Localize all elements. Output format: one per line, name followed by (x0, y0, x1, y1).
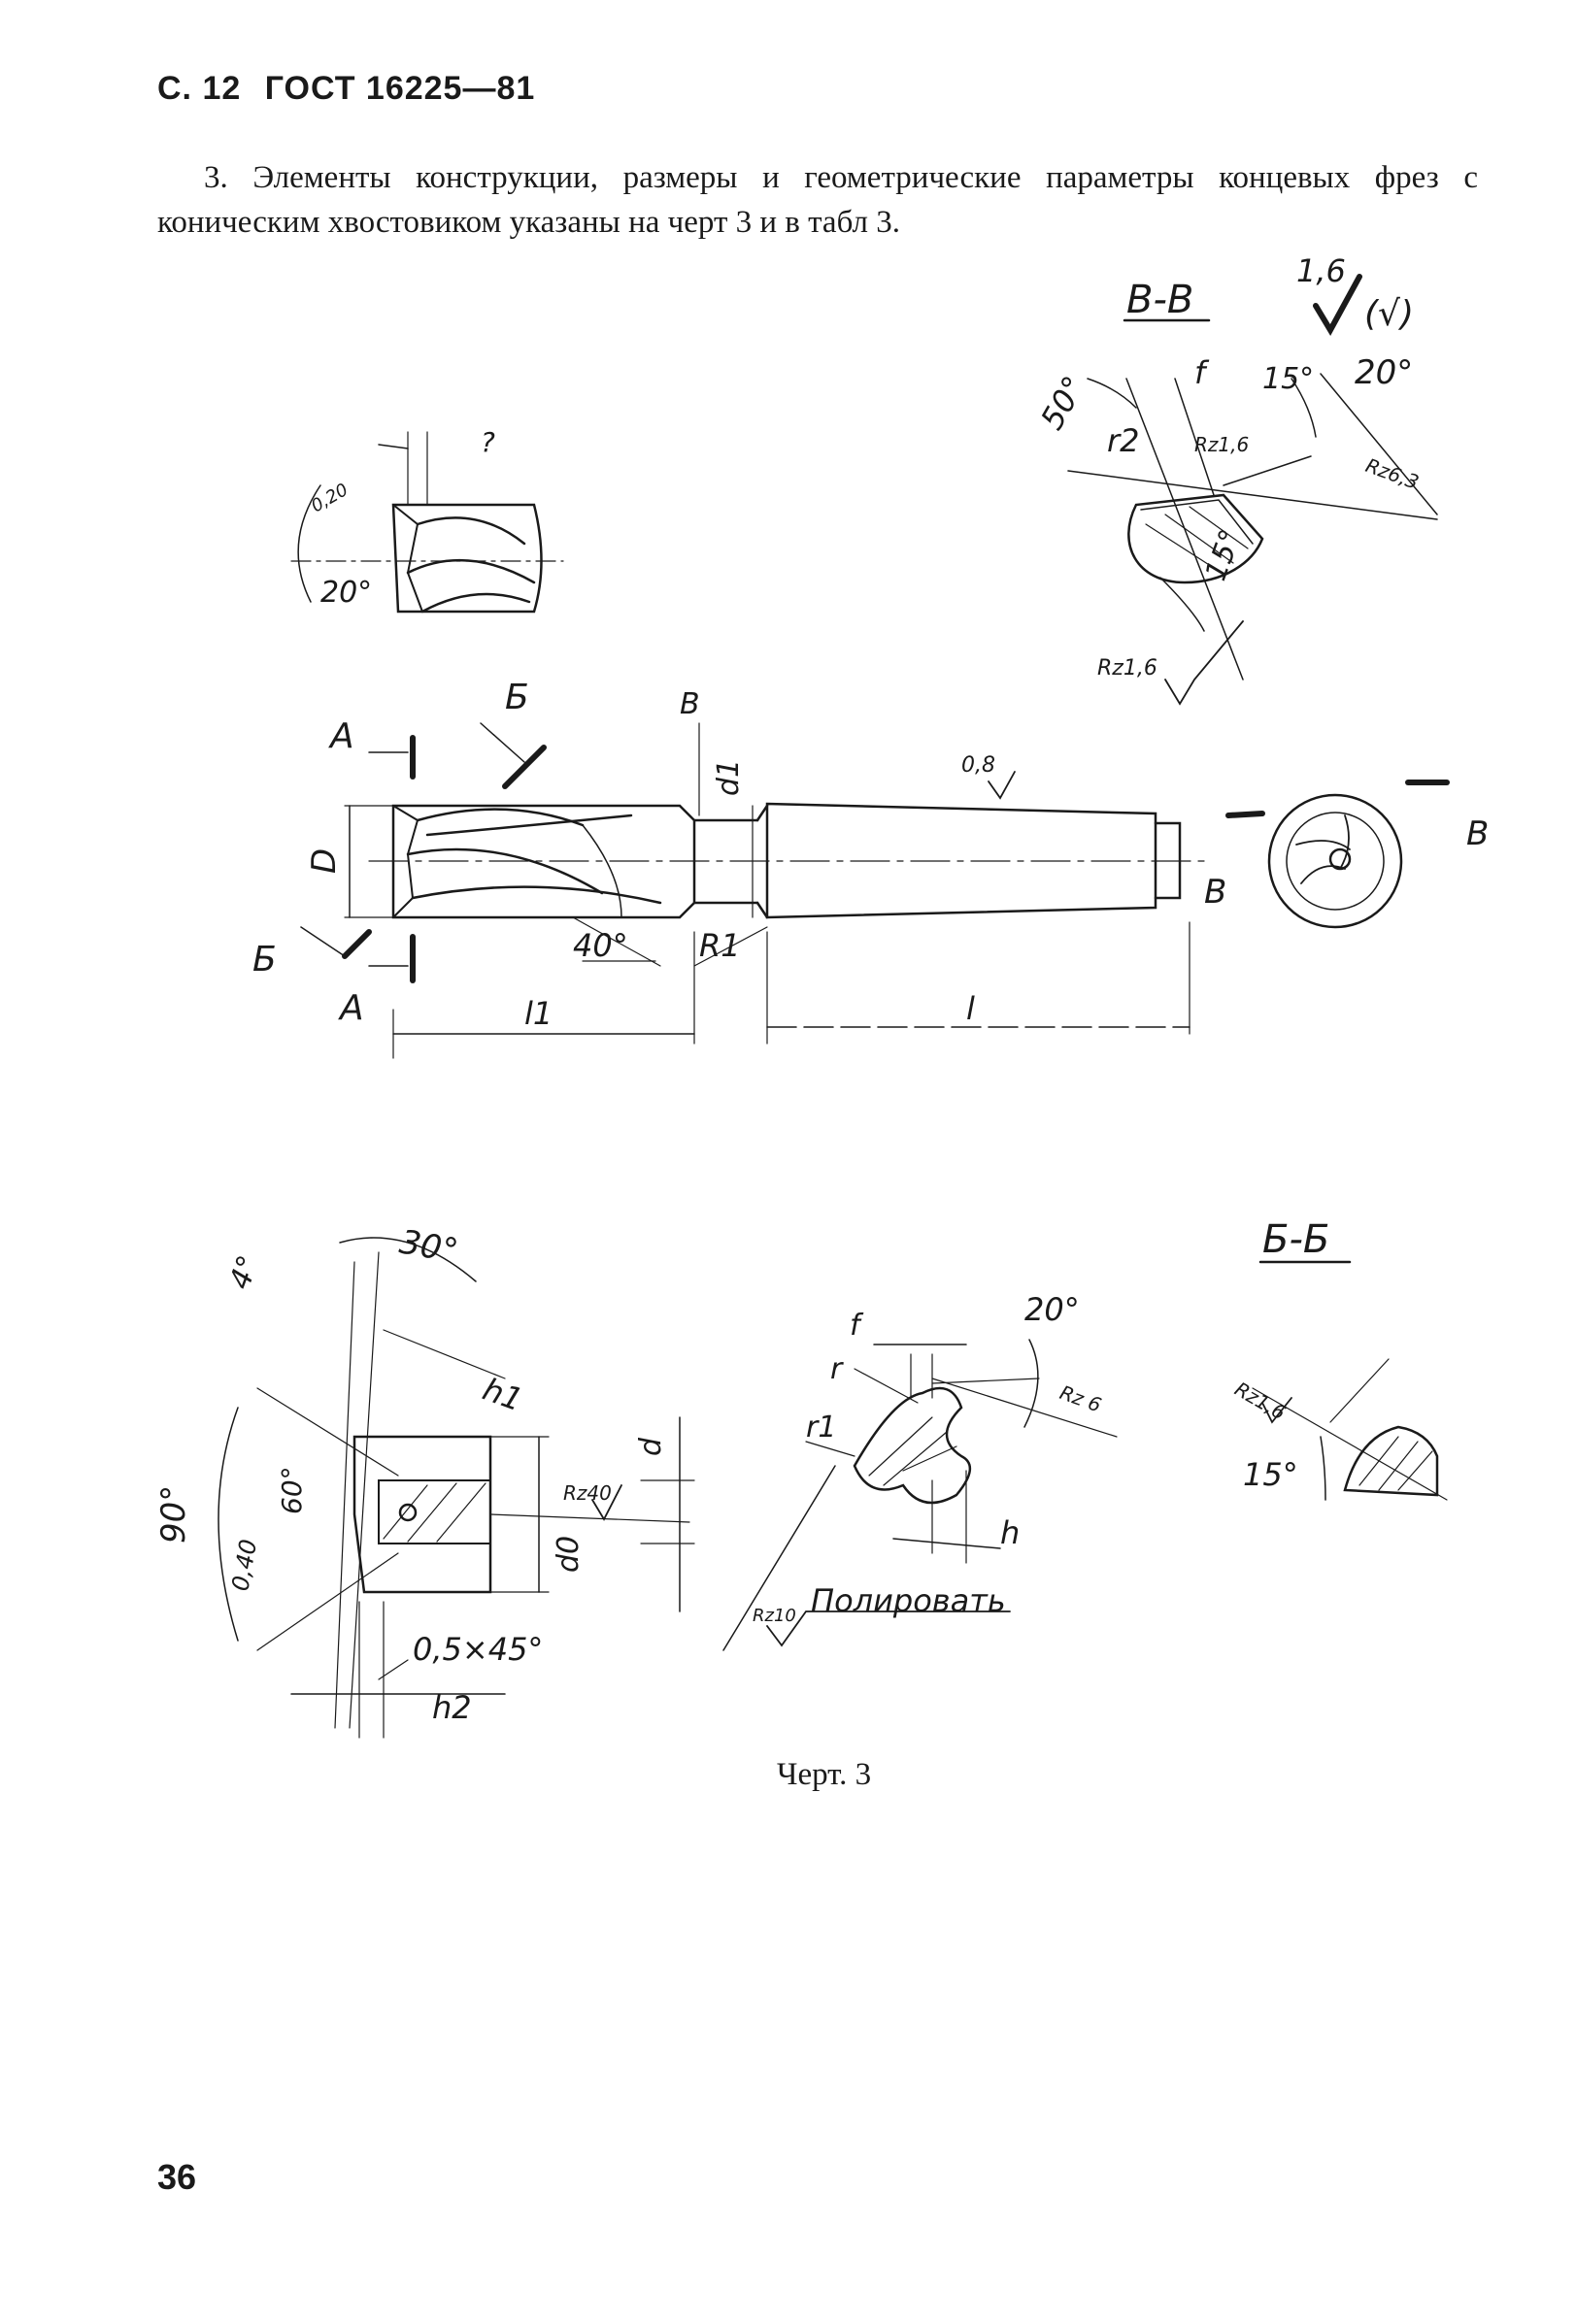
main-tool-view: D А А Б Б В d1 0,8 40° R1 l1 (252, 678, 1489, 1059)
r2-label: r2 (1107, 422, 1140, 459)
section-vv-label: В-В (1126, 278, 1193, 322)
roughness-shank: 0,8 (961, 753, 995, 778)
roughness-bracket: (√) (1364, 294, 1414, 334)
letter-a-top: А (328, 716, 354, 756)
dim-d1: d1 (712, 759, 746, 796)
section-vv: В-В 1,6 (√) 50° f 15° 20° r2 Rz1,6 Rz6,3… (1033, 252, 1438, 706)
angle-15-a: 15° (1262, 362, 1314, 396)
rz16-b: Rz1,6 (1097, 656, 1157, 681)
chamfer-dim: 0,5×45° (413, 1631, 543, 1668)
dim-h1: h1 (478, 1371, 527, 1419)
rz16-c: Rz1,6 (1231, 1378, 1291, 1425)
letter-b-bottom: Б (252, 940, 277, 979)
roughness-general: 1,6 (1296, 252, 1346, 289)
intro-paragraph: 3. Элементы конструкции, размеры и геоме… (157, 160, 1478, 240)
rz10: Rz10 (753, 1606, 796, 1626)
dim-040: 0,40 (226, 1538, 262, 1593)
angle-50: 50° (1033, 370, 1092, 436)
angle-30: 30° (396, 1222, 460, 1271)
angle-60: 60° (276, 1466, 308, 1514)
letter-v-left: В (680, 687, 700, 721)
detail-top-label: ? (481, 426, 495, 458)
angle-15-b: 15° (1199, 525, 1249, 585)
dim-l: l (966, 990, 975, 1027)
standard-number: ГОСТ 16225—81 (264, 70, 536, 107)
f-label-b: f (850, 1309, 864, 1343)
rz6-b: Rz 6 (1056, 1380, 1104, 1416)
center-hole-detail: 30° 4° h1 90° 60° 0,40 Rz40 d0 d 0,5×45°… (154, 1222, 695, 1739)
r-small: r (830, 1352, 844, 1386)
dim-d0: d0 (552, 1536, 586, 1573)
letter-a-bottom: А (338, 988, 364, 1028)
rz40: Rz40 (563, 1481, 612, 1505)
rz16-a: Rz1,6 (1194, 433, 1249, 456)
cutter-tip-detail: 0,20 20° ? (290, 426, 564, 614)
polish-note: Полировать (811, 1582, 1006, 1619)
letter-b-top: Б (505, 678, 529, 717)
dim-d: d (634, 1437, 668, 1456)
figure-caption: Черт. 3 (777, 1757, 872, 1792)
section-bb-label: Б-Б (1262, 1217, 1329, 1262)
detail-angle-20: 20° (320, 576, 372, 610)
section-bb: Б-Б Rz1,6 15° (1231, 1217, 1448, 1501)
dim-l1: l1 (524, 995, 553, 1032)
dim-h: h (1000, 1514, 1020, 1551)
detail-small-dim: 0,20 (308, 480, 352, 516)
angle-90: 90° (154, 1485, 193, 1544)
letter-v-right: В (1466, 814, 1489, 853)
angle-40: 40° (573, 927, 628, 964)
page-number: 36 (157, 2157, 197, 2197)
letter-v-end: В (1204, 873, 1226, 912)
angle-20-b: 20° (1024, 1291, 1080, 1328)
r1-label: r1 (806, 1411, 836, 1444)
angle-20-a: 20° (1355, 353, 1413, 392)
page-ref: С. 12 (157, 70, 242, 107)
angle-15-c: 15° (1243, 1456, 1298, 1493)
dim-h2: h2 (432, 1689, 472, 1726)
angle-4: 4° (223, 1251, 267, 1294)
dim-D: D (305, 848, 344, 874)
f-label-a: f (1194, 354, 1210, 391)
flute-profile-detail: f r r1 20° Rz 6 h Rz10 Полировать (722, 1291, 1118, 1651)
radius-R1: R1 (699, 927, 741, 964)
page-header: С. 12 ГОСТ 16225—81 (157, 70, 549, 108)
